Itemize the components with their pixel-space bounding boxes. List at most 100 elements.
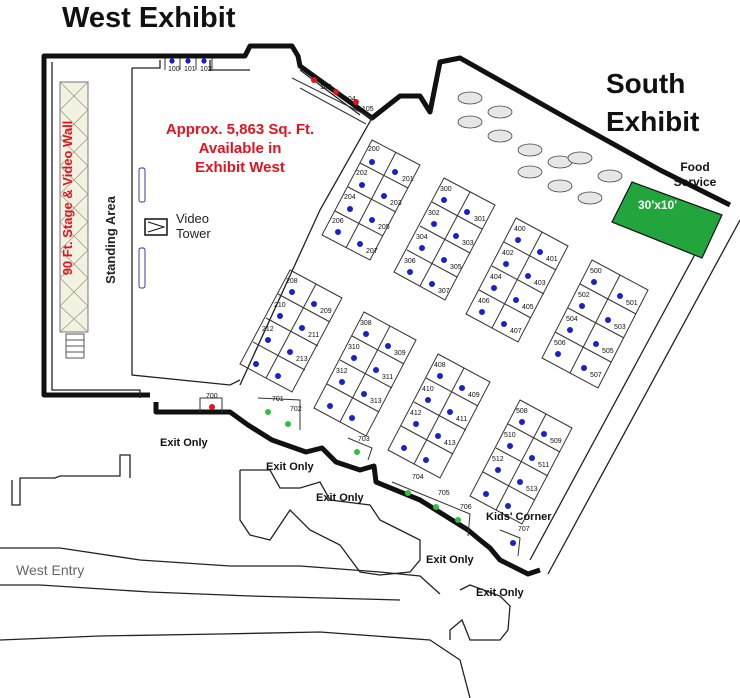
booth-303-label: 303 <box>462 240 474 247</box>
booth-510-label: 510 <box>504 432 516 439</box>
booth-209-label: 209 <box>320 308 332 315</box>
booth-502-label: 502 <box>578 292 590 299</box>
booth-202-label: 202 <box>356 170 368 177</box>
exit-label-1: Exit Only <box>160 437 208 449</box>
booth-105-label: 105 <box>362 106 374 113</box>
exit-label-3: Exit Only <box>316 492 364 504</box>
booth-310-label: 310 <box>348 344 360 351</box>
booth-401-label: 401 <box>546 256 558 263</box>
video-line1: Video <box>176 211 210 226</box>
video-tower-icon <box>144 218 168 236</box>
booth-701-label: 701 <box>272 396 284 403</box>
south-exhibit-title-line2: Exhibit <box>606 106 700 137</box>
standing-area-label: Standing Area <box>103 180 123 300</box>
booth-407-label: 407 <box>510 328 522 335</box>
booth-201-label: 201 <box>402 176 414 183</box>
booth-300-label: 300 <box>440 186 452 193</box>
booth-313-label: 313 <box>370 398 382 405</box>
booth-207-label: 207 <box>366 248 378 255</box>
booth-508-label: 508 <box>516 408 528 415</box>
booth-203-label: 203 <box>390 200 402 207</box>
booth-212-label: 212 <box>262 326 274 333</box>
booth-406-label: 406 <box>478 298 490 305</box>
inner-lines <box>0 60 740 698</box>
food-line1: Food <box>680 160 710 174</box>
food-size-label: 30'x10' <box>638 198 678 212</box>
booth-413-label: 413 <box>444 440 456 447</box>
video-tower-label: Video Tower <box>176 211 211 241</box>
booth-707-label: 707 <box>518 526 530 533</box>
exit-label-2: Exit Only <box>266 461 314 473</box>
booth-704-label: 704 <box>412 474 424 481</box>
booth-grid <box>164 58 649 557</box>
booth-211-label: 211 <box>308 332 320 339</box>
booth-200-label: 200 <box>368 146 380 153</box>
booth-312-label: 312 <box>336 368 348 375</box>
booth-213-label: 213 <box>296 356 308 363</box>
booth-411-label: 411 <box>456 416 468 423</box>
sqft-line1: Approx. 5,863 Sq. Ft. <box>165 121 315 138</box>
food-line2: Service <box>673 175 717 189</box>
standing-area-text: Standing Area <box>103 196 118 284</box>
booth-210-label: 210 <box>274 302 286 309</box>
booth-408-label: 408 <box>434 362 446 369</box>
booth-dots-blue <box>169 58 623 546</box>
exit-label-4: Exit Only <box>426 554 474 566</box>
booth-705-label: 705 <box>438 490 450 497</box>
booth-301-label: 301 <box>474 216 486 223</box>
booth-511-label: 511 <box>538 462 550 469</box>
video-line2: Tower <box>176 226 211 241</box>
booth-307-label: 307 <box>438 288 450 295</box>
booth-309-label: 309 <box>394 350 406 357</box>
booth-104-label: 104 <box>344 96 356 103</box>
booth-403-label: 403 <box>534 280 546 287</box>
booth-702-label: 702 <box>290 406 302 413</box>
booth-103-label: 103 <box>320 84 332 91</box>
stage-label-text: 90 Ft. Stage & Video Wall <box>60 120 75 276</box>
booth-205-label: 205 <box>378 224 390 231</box>
stage-label: 90 Ft. Stage & Video Wall <box>60 98 82 298</box>
booth-503-label: 503 <box>614 324 626 331</box>
booth-400-label: 400 <box>514 226 526 233</box>
booth-512-label: 512 <box>492 456 504 463</box>
booth-dots-green <box>265 409 461 523</box>
sqft-line2: Available in <box>198 140 282 157</box>
booth-102-label: 102 <box>200 66 212 73</box>
booth-208-label: 208 <box>286 278 298 285</box>
west-entry-label: West Entry <box>16 562 85 578</box>
booth-703-label: 703 <box>358 436 370 443</box>
booth-302-label: 302 <box>428 210 440 217</box>
booth-507-label: 507 <box>590 372 602 379</box>
seating-rows <box>138 167 146 289</box>
sqft-line3: Exhibit West <box>195 159 285 176</box>
south-exhibit-title-line1: South <box>606 68 686 99</box>
booth-410-label: 410 <box>422 386 434 393</box>
booth-706-label: 706 <box>460 504 472 511</box>
booth-311-label: 311 <box>382 374 394 381</box>
booth-402-label: 402 <box>502 250 514 257</box>
cafe-tables <box>457 91 623 205</box>
west-exhibit-walls <box>41 43 732 577</box>
booth-dots-red <box>209 77 359 410</box>
booth-404-label: 404 <box>490 274 502 281</box>
booth-100-label: 100 <box>168 66 180 73</box>
food-service-area <box>611 181 723 259</box>
west-exhibit-title: West Exhibit <box>62 2 236 34</box>
booth-206-label: 206 <box>332 218 344 225</box>
booth-504-label: 504 <box>566 316 578 323</box>
booth-505-label: 505 <box>602 348 614 355</box>
booth-308-label: 308 <box>360 320 372 327</box>
booth-409-label: 409 <box>468 392 480 399</box>
square-footage-note: Approx. 5,863 Sq. Ft. Available in Exhib… <box>160 120 320 177</box>
booth-306-label: 306 <box>404 258 416 265</box>
kids-corner-label: Kids' Corner <box>486 511 552 523</box>
food-service-label: Food Service <box>656 160 734 190</box>
booth-305-label: 305 <box>450 264 462 271</box>
booth-304-label: 304 <box>416 234 428 241</box>
booth-101-label: 101 <box>184 66 196 73</box>
stage <box>59 81 89 359</box>
booth-506-label: 506 <box>554 340 566 347</box>
booth-700-label: 700 <box>206 393 218 400</box>
booth-204-label: 204 <box>344 194 356 201</box>
